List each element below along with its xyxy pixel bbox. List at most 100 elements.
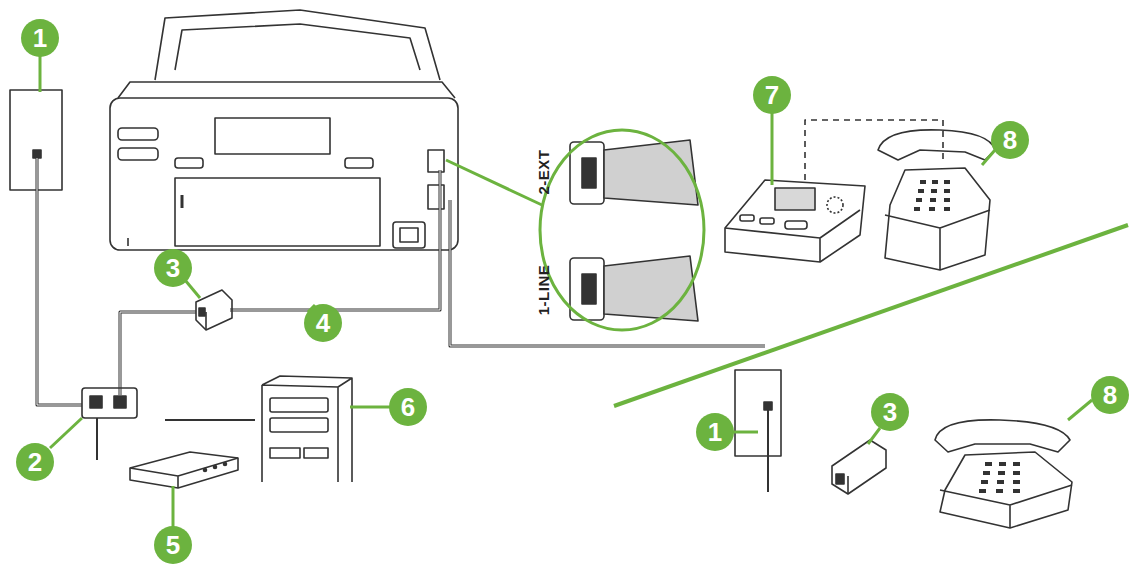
leader-line [732, 431, 758, 434]
key [930, 198, 936, 202]
callout-number: 7 [753, 76, 791, 114]
key [997, 480, 1004, 484]
callout-number: 6 [389, 388, 427, 426]
machine-button [760, 218, 774, 224]
phone-handset [878, 130, 995, 160]
machine-edge [725, 210, 860, 262]
ext-jack [570, 142, 604, 204]
phone-wire [120, 312, 196, 395]
key [944, 198, 950, 202]
leader-line [771, 112, 774, 185]
phone-wire [767, 410, 769, 492]
callout-number: 3 [154, 249, 192, 287]
key [1013, 471, 1020, 475]
power-socket-inner [400, 228, 418, 242]
phone-base [885, 168, 990, 270]
leader-line [50, 418, 82, 448]
modem-light [204, 469, 207, 472]
modem-light [214, 466, 217, 469]
key [985, 462, 992, 466]
feeder-tray [175, 24, 420, 70]
line-ports [428, 150, 444, 172]
phone-wire [230, 170, 440, 310]
key [1013, 480, 1020, 484]
callout-number: 1 [21, 19, 59, 57]
key [999, 462, 1006, 466]
drive-bay [270, 418, 328, 432]
callout-number: 8 [1091, 376, 1129, 414]
machine-display [775, 188, 815, 210]
key [983, 471, 990, 475]
drive-bay [270, 398, 328, 412]
jack-socket [33, 150, 41, 158]
key [932, 180, 938, 184]
port-label: 1-LINE [535, 265, 552, 316]
filter-edge [847, 476, 849, 494]
vent-slot [118, 128, 158, 140]
phone-wire-core [450, 200, 765, 346]
machine-button [740, 215, 754, 221]
phone-base [940, 452, 1072, 528]
machine-button [785, 221, 807, 229]
leader-line [172, 486, 175, 527]
key [929, 207, 935, 211]
key [944, 189, 950, 193]
callout-number: 2 [16, 443, 54, 481]
rear-door [175, 178, 380, 246]
zoom-pointer [446, 160, 542, 205]
divider-line [614, 225, 1128, 406]
key [918, 189, 924, 193]
key [916, 198, 922, 202]
port-plug [604, 140, 698, 205]
key [944, 180, 950, 184]
key [931, 189, 937, 193]
vent-slot [345, 158, 373, 168]
dsl-filter [196, 290, 232, 330]
dsl-filter [832, 440, 886, 494]
keypad [914, 180, 950, 211]
port-label: 2-EXT [535, 149, 552, 194]
callout-number: 4 [304, 304, 342, 342]
key [914, 207, 920, 211]
rear-panel [215, 118, 330, 154]
leader-line [185, 280, 200, 298]
door-latch [181, 195, 184, 208]
dsl-wire [96, 418, 98, 460]
key [944, 207, 950, 211]
filter-port [836, 474, 844, 484]
computer-tower [262, 376, 352, 482]
jack-opening [582, 274, 596, 304]
key [920, 180, 926, 184]
key [979, 489, 986, 493]
leader-line [350, 406, 390, 409]
keypad [979, 462, 1020, 493]
phone-handset [935, 420, 1070, 452]
key [1013, 489, 1020, 493]
power-socket [393, 222, 425, 248]
splitter [82, 388, 137, 418]
key [998, 471, 1005, 475]
network-wire [165, 419, 255, 421]
key [996, 489, 1003, 493]
other-ports [428, 185, 444, 209]
phone-wire [37, 158, 82, 405]
leader-line [1068, 400, 1092, 420]
drive-slot [304, 448, 328, 458]
jack-opening [582, 158, 596, 188]
zoom-bubble [540, 130, 704, 330]
callout-number: 3 [871, 393, 909, 431]
callout-number: 1 [696, 413, 734, 451]
wall-jack [735, 370, 781, 456]
document-feeder [155, 10, 440, 80]
phone-edge [885, 210, 990, 270]
phone-wire-core [37, 158, 82, 405]
foot-mark [127, 238, 129, 246]
phone-edge [940, 485, 1072, 528]
filter-port [199, 308, 205, 316]
key [981, 480, 988, 484]
leader-line [982, 150, 995, 165]
phone-wire [450, 200, 765, 346]
printer-body [110, 98, 458, 250]
